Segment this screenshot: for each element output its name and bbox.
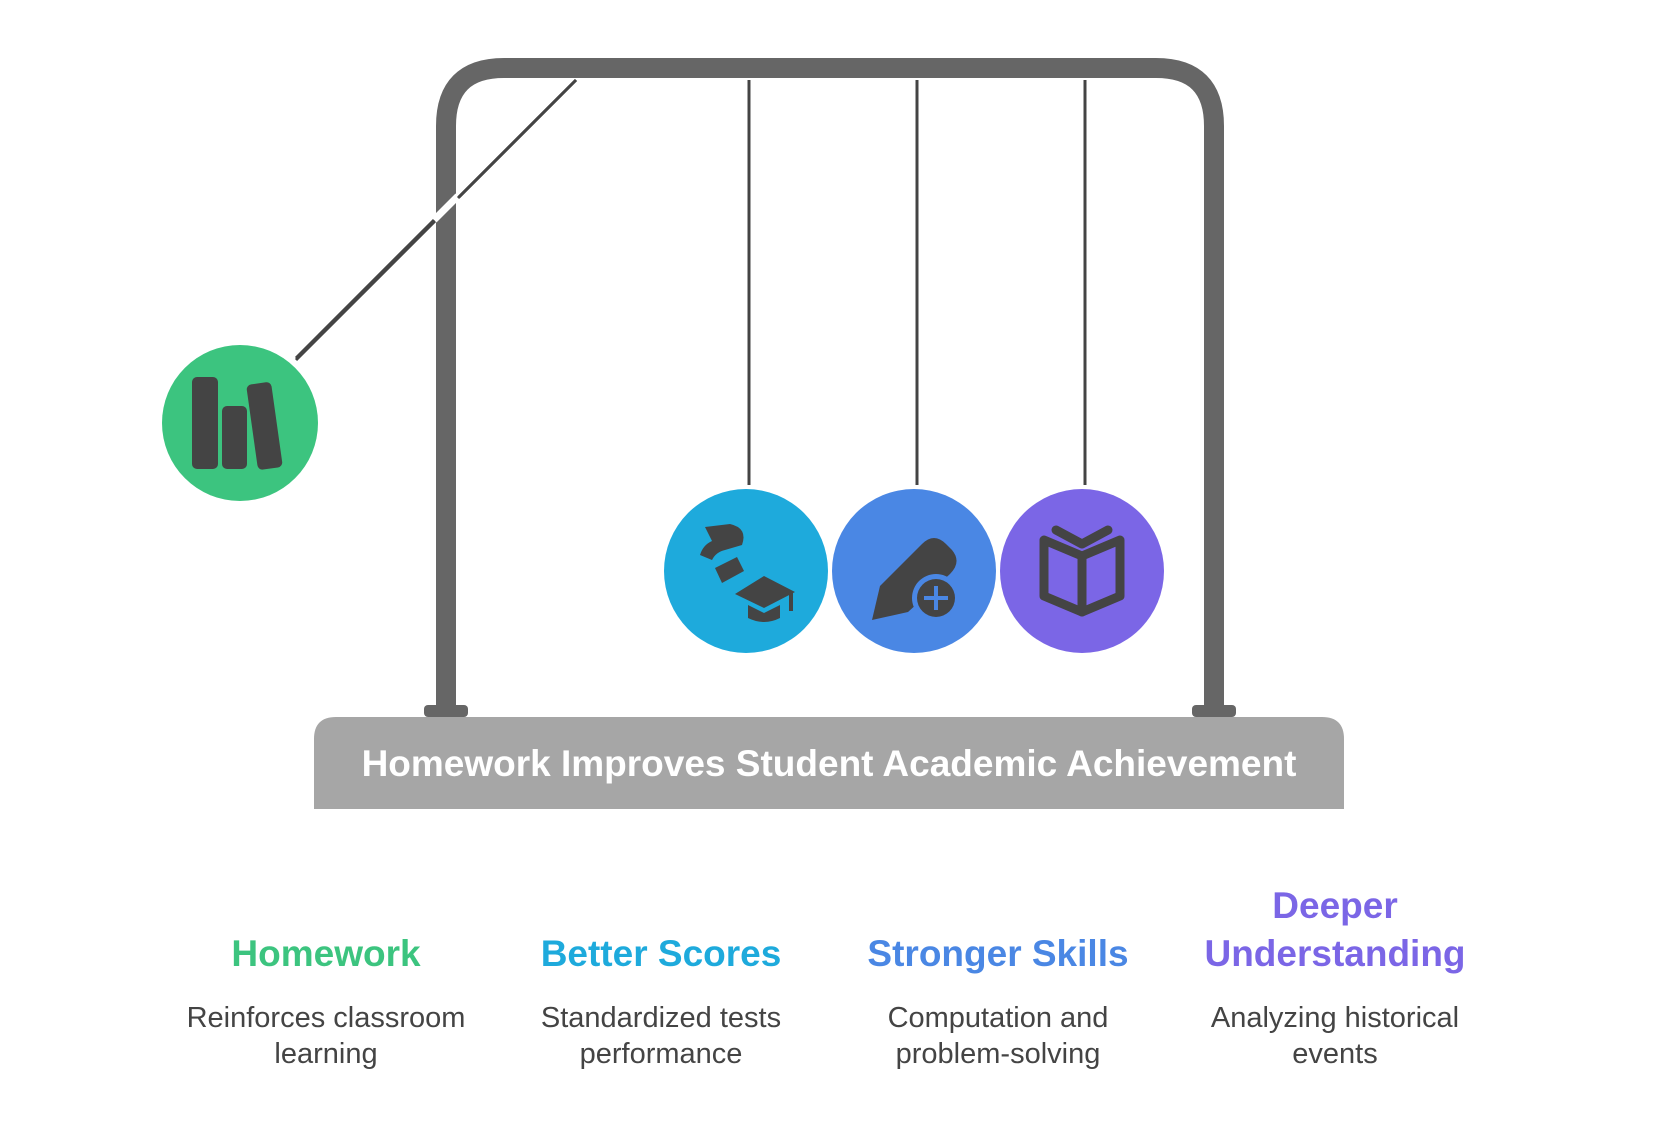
diploma-graduation-cap-icon [700,524,795,622]
caption-better-scores-description: Standardized tests performance [540,1002,782,1070]
frame-foot-left [424,705,468,717]
ball-better-scores-circle [664,489,828,653]
caption-stronger-skills-title: Stronger Skills [867,933,1129,974]
caption-homework: Homework Reinforces classroom learning [176,930,476,1072]
caption-deeper-understanding-description: Analyzing historical events [1210,1002,1460,1070]
caption-better-scores-title: Better Scores [540,933,782,974]
diagram-title: Homework Improves Student Academic Achie… [362,743,1297,784]
caption-deeper-understanding: Deeper Understanding Analyzing historica… [1185,882,1485,1072]
caption-homework-title: Homework [231,933,421,974]
cradle-frame [436,58,1224,705]
string-homework-lower [294,218,436,360]
cradle-base [314,717,1344,809]
ball-better-scores [664,489,828,653]
open-book-icon [1039,525,1125,617]
frame-foot-right [1192,705,1236,717]
string-homework-upper [456,78,578,200]
ball-homework [162,345,318,501]
caption-deeper-understanding-title: Deeper Understanding [1204,885,1466,974]
caption-stronger-skills-description: Computation and problem-solving [887,1002,1109,1070]
ball-stronger-skills [832,489,996,653]
pencil-plus-icon [872,538,960,622]
caption-homework-description: Reinforces classroom learning [186,1002,466,1070]
frame-string-gap [431,193,461,223]
caption-better-scores: Better Scores Standardized tests perform… [511,930,811,1072]
books-icon [192,377,283,470]
ball-deeper-understanding [1000,489,1164,653]
caption-stronger-skills: Stronger Skills Computation and problem-… [848,930,1148,1072]
